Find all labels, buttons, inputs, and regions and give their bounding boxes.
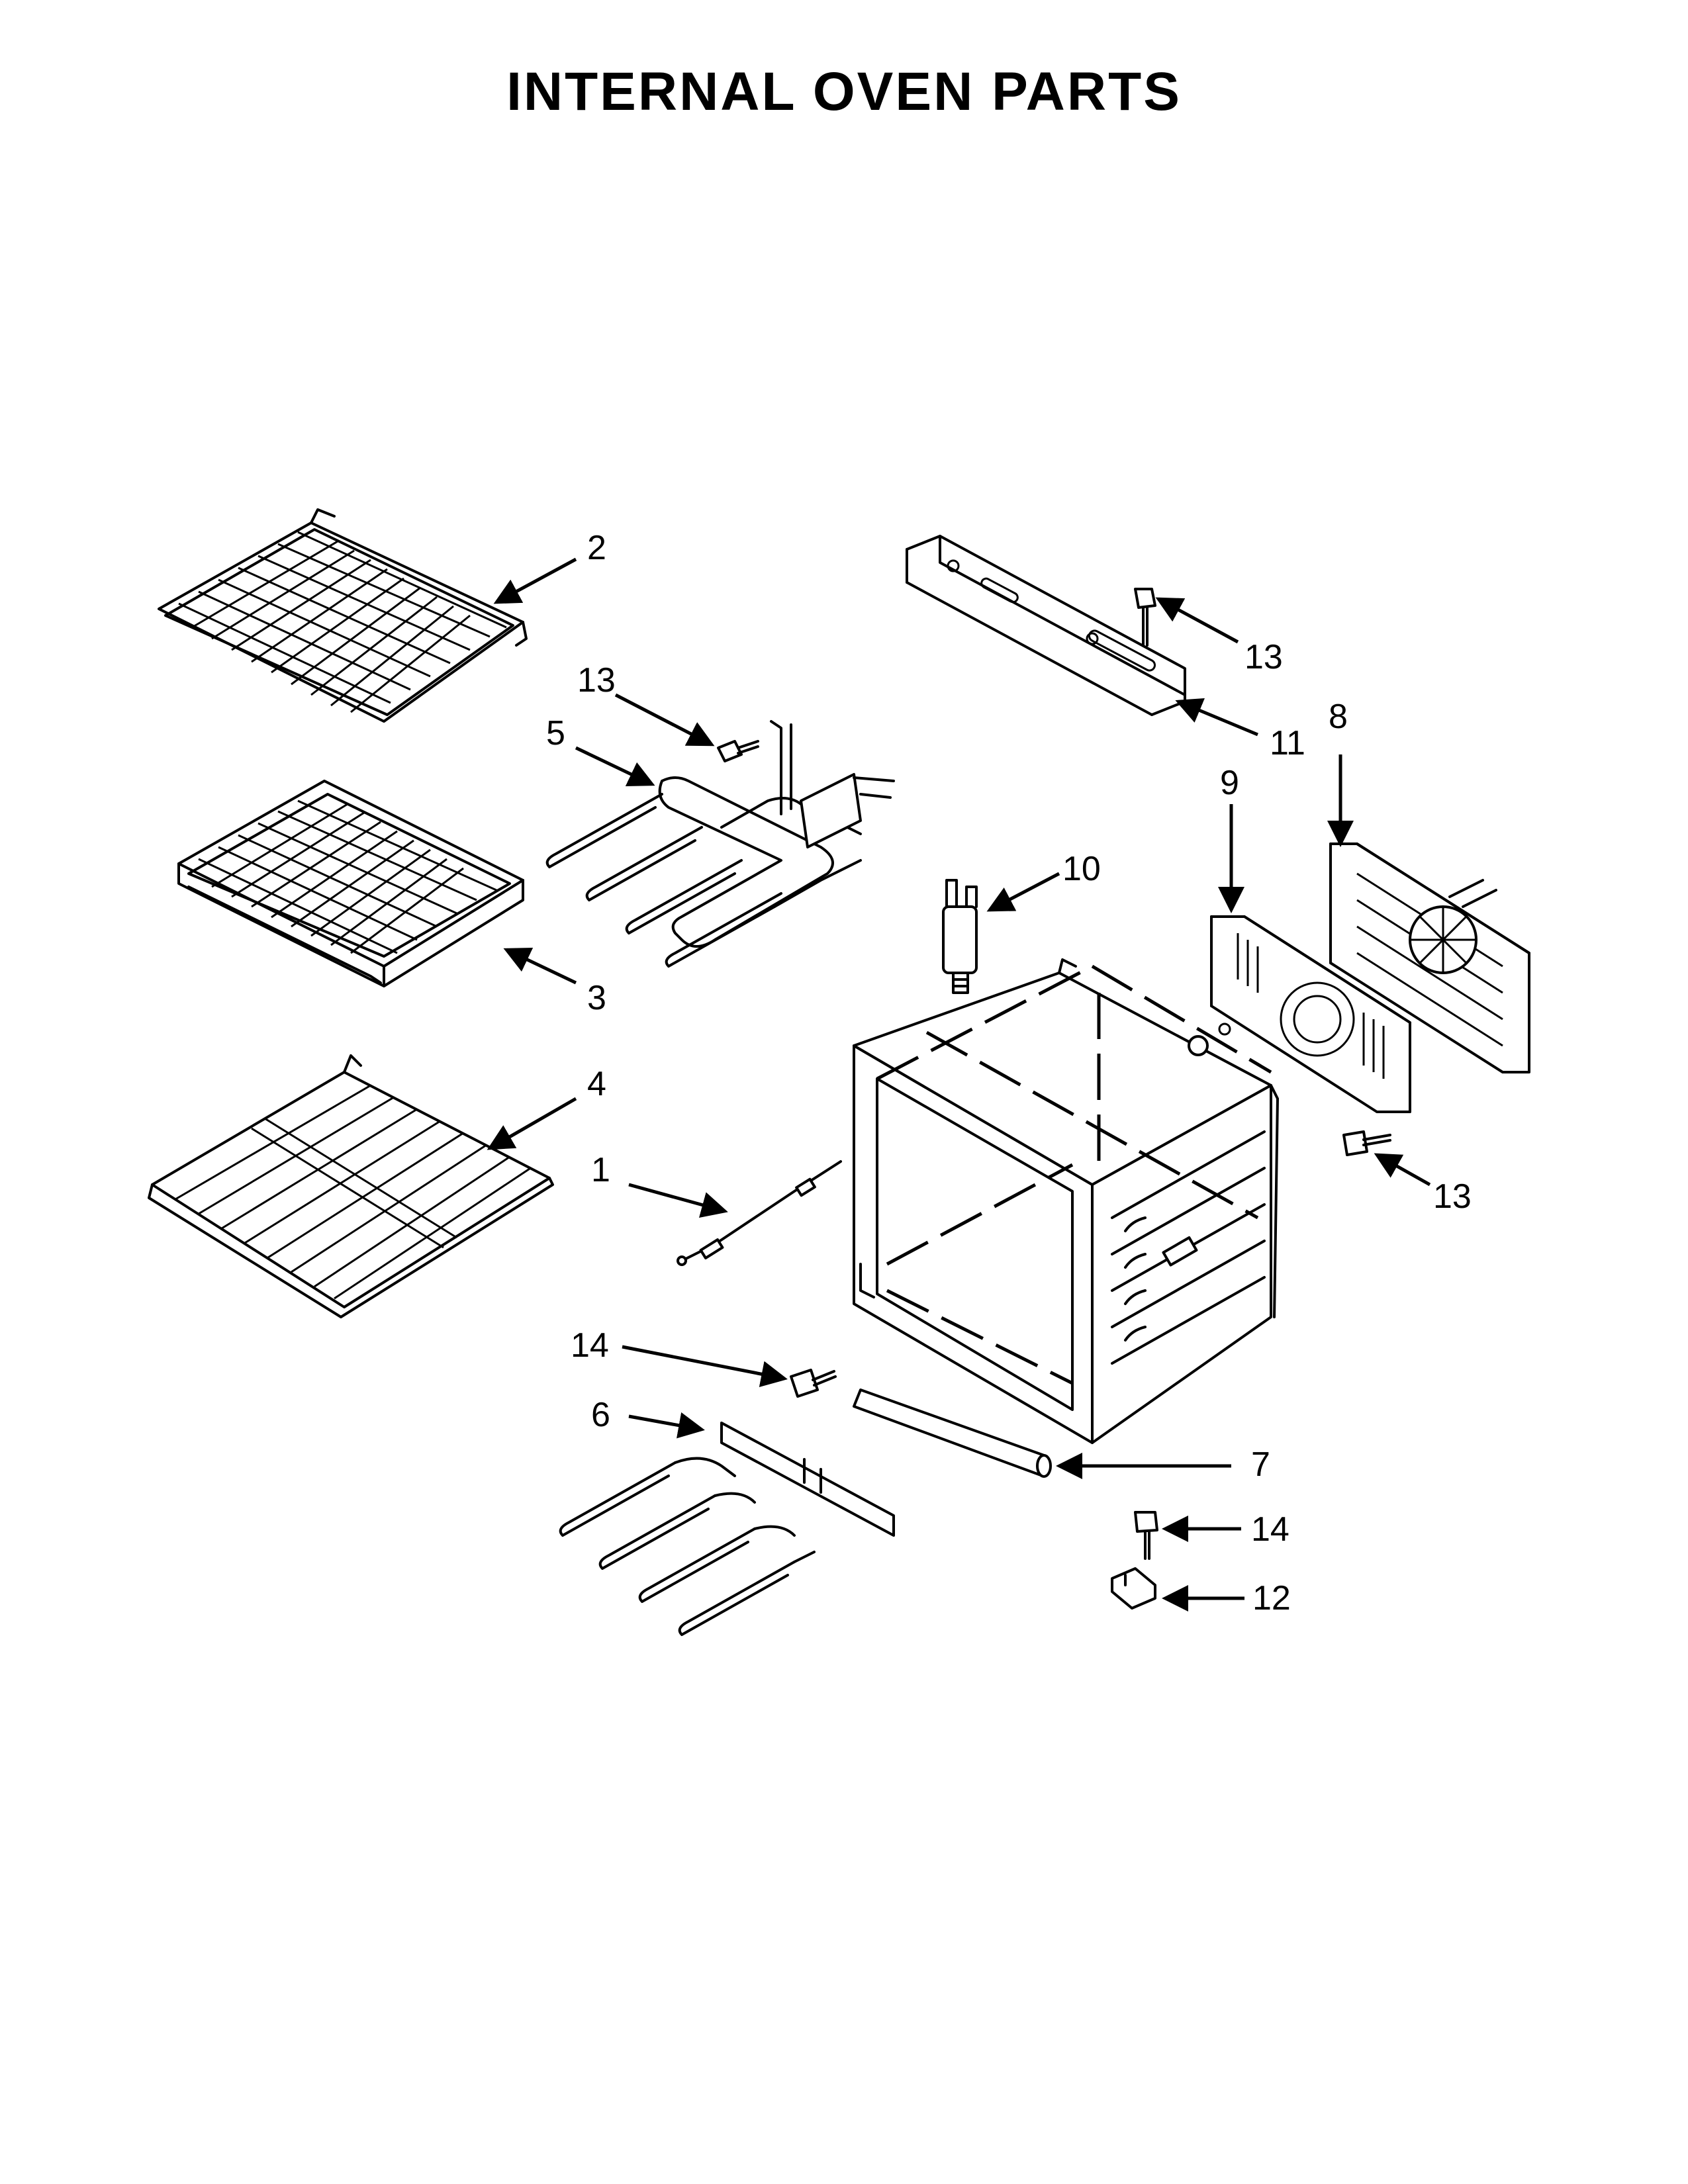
- callout-14-bracket: 14: [1251, 1510, 1289, 1549]
- callout-5: 5: [546, 714, 565, 752]
- leader-lines: [487, 557, 1431, 1612]
- part-12-bracket: [1111, 1567, 1156, 1610]
- part-9-convection-fan-cover: [1210, 915, 1411, 1113]
- callout-13-broil: 13: [577, 661, 616, 700]
- screw-13-broil: [717, 740, 759, 762]
- screw-14-bracket: [1134, 1511, 1158, 1560]
- oven-cavity: [853, 958, 1279, 1444]
- part-1-temperature-sensor: [677, 1160, 842, 1266]
- part-2-oven-rack-upper: [158, 508, 528, 723]
- part-8-convection-element: [1329, 842, 1530, 1073]
- part-10-thermal-sensor: [942, 879, 978, 994]
- callout-labels: 2 3 4 1 5 6 7 8 9 10 11 12 13 13 13 14 1…: [546, 529, 1472, 1617]
- callout-6: 6: [591, 1396, 610, 1434]
- callout-8: 8: [1329, 698, 1348, 736]
- screw-14-trim: [790, 1369, 837, 1398]
- part-6-bake-element: [559, 1422, 895, 1636]
- callout-14-trim: 14: [571, 1326, 609, 1365]
- callout-3: 3: [587, 979, 606, 1017]
- callout-13-fan-cover: 13: [1433, 1177, 1472, 1216]
- part-3-rollout-rack: [177, 780, 524, 987]
- page-title: INTERNAL OVEN PARTS: [506, 62, 1182, 122]
- part-7-trim: [853, 1388, 1052, 1478]
- callout-12: 12: [1252, 1579, 1291, 1617]
- callout-7: 7: [1251, 1445, 1270, 1484]
- part-5-broil-element: [545, 720, 895, 968]
- part-4-flat-rack: [148, 1054, 554, 1318]
- callout-9: 9: [1220, 764, 1239, 802]
- callout-1: 1: [591, 1151, 610, 1189]
- callout-2: 2: [587, 529, 606, 567]
- callout-10: 10: [1062, 850, 1101, 888]
- callout-13-bracket: 13: [1244, 638, 1283, 676]
- screw-13-bracket: [1134, 588, 1156, 647]
- screw-13-fan-cover: [1342, 1130, 1391, 1156]
- callout-11: 11: [1270, 724, 1305, 762]
- callout-4: 4: [587, 1065, 606, 1103]
